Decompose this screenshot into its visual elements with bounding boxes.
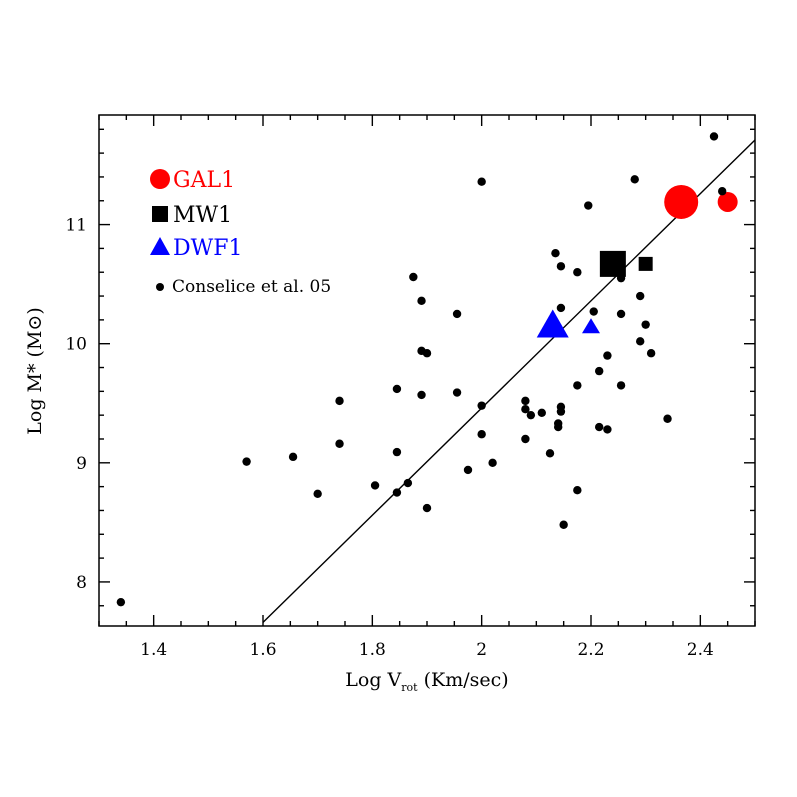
dot-point bbox=[589, 307, 598, 316]
dot-point bbox=[422, 503, 432, 513]
dot-point bbox=[556, 262, 566, 271]
dot-point bbox=[313, 489, 322, 498]
circle-point bbox=[717, 191, 738, 212]
dot-point bbox=[595, 366, 604, 376]
dot-point bbox=[616, 381, 626, 390]
dot-point bbox=[521, 405, 530, 414]
legend-marker-conselice bbox=[156, 283, 164, 291]
dot-point bbox=[116, 597, 126, 607]
dot-point bbox=[392, 447, 402, 457]
x-tick-label: 2 bbox=[476, 640, 487, 660]
dot-point bbox=[392, 384, 402, 394]
y-tick-label: 9 bbox=[76, 454, 87, 474]
dot-point bbox=[709, 132, 719, 141]
legend-marker-dwf1 bbox=[150, 237, 170, 255]
legend: GAL1 MW1 DWF1 Conselice et al. 05 bbox=[150, 168, 331, 297]
dot-point bbox=[335, 396, 344, 406]
dot-point bbox=[545, 449, 555, 458]
dot-point bbox=[417, 296, 426, 306]
x-axis-label-main: Log V bbox=[345, 669, 401, 691]
legend-label-mw1: MW1 bbox=[173, 203, 232, 228]
square-point bbox=[638, 256, 653, 271]
y-axis-label: Log M* (M⊙) bbox=[24, 307, 46, 434]
legend-label-dwf1: DWF1 bbox=[173, 236, 243, 261]
dot-point bbox=[526, 410, 536, 420]
x-axis-label: Log Vrot (Km/sec) bbox=[345, 669, 508, 694]
legend-label-gal1: GAL1 bbox=[173, 168, 235, 193]
dot-point bbox=[559, 520, 568, 529]
dot-point bbox=[370, 481, 380, 490]
triangle-point bbox=[582, 318, 600, 334]
dot-point bbox=[242, 457, 251, 466]
dot-point bbox=[641, 320, 650, 329]
dot-point bbox=[403, 478, 413, 488]
dot-point bbox=[335, 439, 344, 448]
dot-point bbox=[288, 452, 298, 462]
dot-point bbox=[537, 408, 546, 417]
x-tick-label: 1.6 bbox=[249, 640, 276, 660]
dot-point bbox=[463, 465, 473, 475]
dot-point bbox=[573, 486, 582, 495]
dot-point bbox=[573, 268, 582, 277]
x-tick-label: 2.4 bbox=[687, 640, 714, 660]
dot-point bbox=[417, 390, 426, 400]
dot-point bbox=[603, 425, 612, 434]
legend-marker-mw1 bbox=[152, 206, 168, 222]
legend-marker-gal1 bbox=[150, 169, 170, 189]
x-tick-label: 1.4 bbox=[140, 640, 167, 660]
y-tick-label: 10 bbox=[65, 335, 87, 355]
dot-point bbox=[551, 248, 560, 258]
dot-point bbox=[452, 388, 462, 397]
dot-point bbox=[477, 430, 486, 439]
dot-point bbox=[646, 349, 656, 358]
fit-line bbox=[262, 139, 755, 623]
x-axis-label-unit: (Km/sec) bbox=[418, 669, 509, 691]
y-tick-label: 11 bbox=[65, 216, 87, 236]
dot-point bbox=[584, 201, 593, 210]
dot-point bbox=[663, 414, 672, 423]
dot-point bbox=[718, 187, 727, 196]
dot-point bbox=[477, 177, 486, 186]
dot-point bbox=[409, 272, 418, 282]
x-axis-label-subscript: rot bbox=[401, 681, 418, 694]
dot-point bbox=[603, 351, 612, 360]
dot-point bbox=[636, 291, 645, 301]
fit-line-group bbox=[262, 139, 755, 623]
axis-tick-labels: 1.4 1.6 1.8 2 2.2 2.4 8 9 10 11 bbox=[65, 216, 713, 660]
x-tick-label: 1.8 bbox=[359, 640, 386, 660]
dot-point bbox=[477, 401, 486, 410]
dot-point bbox=[521, 434, 530, 444]
legend-label-conselice: Conselice et al. 05 bbox=[172, 277, 331, 297]
dot-point bbox=[521, 396, 530, 406]
y-tick-label: 8 bbox=[76, 573, 87, 593]
dot-point bbox=[556, 303, 566, 313]
dot-point bbox=[554, 422, 563, 432]
dot-point bbox=[573, 381, 582, 390]
dot-point bbox=[392, 488, 402, 497]
square-point bbox=[599, 250, 626, 277]
data-points bbox=[116, 132, 738, 607]
x-tick-label: 2.2 bbox=[577, 640, 604, 660]
axis-ticks bbox=[98, 115, 756, 626]
dot-point bbox=[452, 309, 462, 319]
dot-point bbox=[616, 309, 626, 319]
dot-point bbox=[488, 458, 497, 468]
dot-point bbox=[616, 273, 626, 283]
dot-point bbox=[556, 402, 566, 412]
dot-point bbox=[595, 422, 604, 432]
circle-point bbox=[664, 184, 699, 219]
dot-point bbox=[630, 175, 639, 184]
dot-point bbox=[636, 337, 645, 346]
dot-point bbox=[422, 349, 432, 358]
triangle-point bbox=[536, 309, 569, 338]
